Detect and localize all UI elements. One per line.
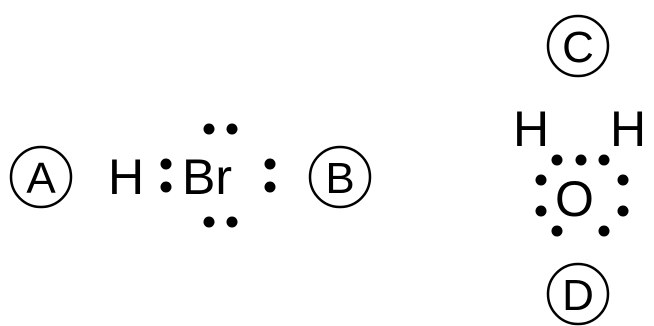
br-lone-pair-bottom-electron-2 xyxy=(226,216,238,228)
br-lone-pair-right-electron-2 xyxy=(264,181,276,193)
label-c-text: C xyxy=(562,23,594,72)
br-lone-pair-right-electron-1 xyxy=(264,158,276,170)
hbr-bond-electron-bottom xyxy=(160,181,172,193)
hbr-hydrogen-atom: H xyxy=(108,149,144,205)
label-b-text: B xyxy=(325,154,354,203)
label-d-text: D xyxy=(562,271,594,320)
label-c-circle xyxy=(546,14,610,78)
water-oxygen-atom: O xyxy=(555,171,594,227)
label-a-marker: A xyxy=(9,145,73,209)
label-c-marker: C xyxy=(546,14,610,78)
oxygen-right-electron-2 xyxy=(617,205,629,217)
hbr-molecule: H Br xyxy=(108,123,276,228)
label-d-circle xyxy=(546,262,610,326)
label-d-marker: D xyxy=(546,262,610,326)
label-a-text: A xyxy=(26,154,56,203)
br-lone-pair-bottom-electron-1 xyxy=(203,216,215,228)
water-bond-left-electron-2 xyxy=(575,154,587,166)
hbr-bromine-atom: Br xyxy=(182,149,232,205)
oxygen-left-electron-2 xyxy=(535,205,547,217)
oxygen-bottom-electron-1 xyxy=(551,225,563,237)
label-b-circle xyxy=(308,145,372,209)
label-b-marker: B xyxy=(308,145,372,209)
water-bond-left-electron-1 xyxy=(551,154,563,166)
label-a-circle xyxy=(9,145,73,209)
br-lone-pair-top-electron-1 xyxy=(203,123,215,135)
water-hydrogen-left-atom: H xyxy=(513,101,549,157)
br-lone-pair-top-electron-2 xyxy=(226,123,238,135)
hbr-bond-electron-top xyxy=(160,158,172,170)
oxygen-left-electron-1 xyxy=(535,174,547,186)
water-hydrogen-right-atom: H xyxy=(610,101,646,157)
oxygen-right-electron-1 xyxy=(617,174,629,186)
water-molecule: H H O xyxy=(513,101,646,237)
water-bond-right-electron-1 xyxy=(598,154,610,166)
oxygen-bottom-electron-2 xyxy=(598,225,610,237)
